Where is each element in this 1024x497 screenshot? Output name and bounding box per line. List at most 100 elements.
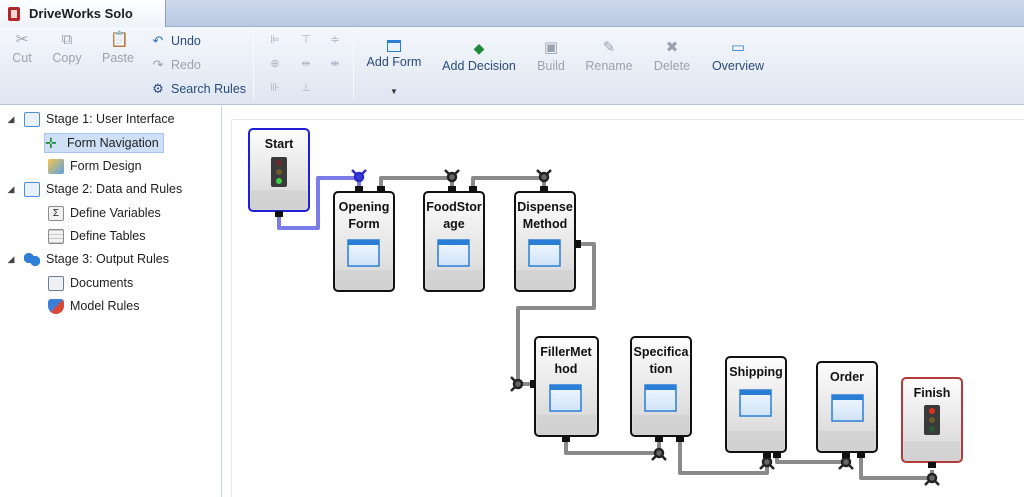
shipping-node[interactable]: Shipping (725, 356, 787, 458)
driveworks-app-icon (8, 6, 20, 21)
output-port[interactable] (575, 240, 581, 248)
delete-button[interactable]: ✖ Delete (651, 40, 693, 74)
form-window-icon (437, 239, 470, 267)
copy-label: Copy (52, 51, 82, 65)
cut-label: Cut (12, 51, 32, 65)
tree-stage-3-label: Stage 3: Output Rules (46, 252, 169, 266)
foodstorage-label-line2: age (443, 217, 465, 231)
output-port[interactable] (469, 186, 477, 192)
documents-icon (48, 275, 64, 291)
user-interface-icon (24, 111, 40, 127)
output-port[interactable] (377, 186, 385, 192)
input-port[interactable] (928, 462, 936, 468)
collapse-icon[interactable]: ◢ (7, 183, 15, 194)
dispense-method-node[interactable]: Dispense Method (514, 186, 581, 292)
order-node[interactable]: Order (816, 361, 878, 458)
start-label: Start (265, 137, 294, 151)
specification-node[interactable]: Specifica tion (630, 336, 692, 442)
input-port[interactable] (763, 452, 771, 458)
align-center-icon[interactable]: ≑ (330, 34, 340, 46)
add-decision-button[interactable]: ◆ Add Decision (438, 40, 520, 73)
delete-label: Delete (653, 59, 691, 73)
build-button[interactable]: ▣ Build (533, 40, 569, 74)
foodstorage-node[interactable]: FoodStor age (423, 186, 485, 292)
tree-item-model-rules[interactable]: Model Rules (48, 296, 139, 316)
tree-item-label: Model Rules (70, 299, 140, 313)
tree-item-label: Form Navigation (67, 136, 159, 150)
input-port[interactable] (842, 452, 850, 458)
tree-stage-2[interactable]: ◢ Stage 2: Data and Rules (6, 179, 182, 199)
build-label: Build (537, 59, 565, 73)
input-port[interactable] (355, 186, 363, 192)
table-icon (48, 228, 64, 244)
tree-stage-1[interactable]: ◢ Stage 1: User Interface (6, 109, 175, 129)
collapse-icon[interactable]: ◢ (7, 253, 15, 264)
align-right-icon[interactable]: ⊪ (270, 82, 280, 94)
output-port[interactable] (857, 452, 865, 458)
form-window-icon (644, 384, 677, 412)
form-window-icon (739, 389, 772, 417)
tree-item-form-navigation[interactable]: ✛ Form Navigation (44, 133, 164, 153)
finish-node[interactable]: Finish (901, 377, 963, 468)
rename-label: Rename (585, 59, 633, 73)
search-rules-icon: ⚙ (152, 81, 164, 96)
tree-item-label: Define Tables (70, 229, 146, 243)
rename-button[interactable]: ✎ Rename (584, 39, 634, 74)
title-bar: DriveWorks Solo (0, 0, 1024, 27)
finish-label: Finish (914, 386, 951, 400)
input-port[interactable] (540, 186, 548, 192)
tree-item-documents[interactable]: Documents (48, 273, 133, 293)
output-port[interactable] (676, 436, 684, 442)
specification-label-line1: Specifica (634, 345, 690, 359)
tree-item-define-tables[interactable]: Define Tables (48, 226, 146, 246)
distribute-vertical-icon[interactable]: ⇼ (330, 58, 340, 70)
redo-icon: ↷ (152, 57, 164, 72)
opening-form-node[interactable]: Opening Form (333, 186, 395, 292)
input-port[interactable] (530, 380, 536, 388)
app-tab[interactable]: DriveWorks Solo (0, 0, 166, 27)
output-port[interactable] (773, 452, 781, 458)
order-label: Order (830, 370, 864, 384)
distribute-horizontal-icon[interactable]: ⇹ (301, 58, 311, 70)
input-port[interactable] (448, 186, 456, 192)
align-left-icon[interactable]: ⊫ (270, 34, 280, 46)
form-window-icon (528, 239, 561, 267)
align-middle-icon[interactable]: ⊕ (270, 58, 280, 70)
tree-item-define-variables[interactable]: Σ Define Variables (48, 203, 161, 223)
tree-stage-2-label: Stage 2: Data and Rules (46, 182, 183, 196)
undo-button[interactable]: ↶ Undo (150, 33, 201, 49)
add-form-dropdown-icon[interactable]: ▼ (390, 87, 398, 96)
form-window-icon (549, 384, 582, 412)
fillermethod-node[interactable]: FillerMet hod (530, 336, 599, 442)
traffic-light-icon (271, 157, 287, 187)
start-node[interactable]: Start (248, 128, 310, 217)
align-bottom-icon[interactable]: ⊥ (301, 82, 311, 94)
collapse-icon[interactable]: ◢ (7, 113, 15, 124)
sigma-icon: Σ (48, 205, 64, 221)
add-form-button[interactable]: Add Form (364, 40, 424, 69)
app-title: DriveWorks Solo (29, 6, 133, 21)
paste-button[interactable]: 📋 Paste (100, 32, 136, 66)
search-rules-button[interactable]: ⚙ Search Rules (150, 81, 246, 97)
tree-stage-1-label: Stage 1: User Interface (46, 112, 175, 126)
tree-stage-3[interactable]: ◢ Stage 3: Output Rules (6, 249, 169, 269)
overview-button[interactable]: ▭ Overview (709, 40, 767, 74)
dispense-method-label-line1: Dispense (517, 200, 573, 214)
fillermethod-label-line1: FillerMet (540, 345, 592, 359)
shield-icon (48, 298, 64, 314)
cut-button[interactable]: ✂ Cut (8, 31, 36, 66)
tree-item-form-design[interactable]: Form Design (48, 156, 142, 176)
dispense-method-label-line2: Method (523, 217, 567, 231)
pencil-icon: ✎ (602, 39, 616, 56)
align-top-icon[interactable]: ⊤ (301, 34, 311, 46)
copy-button[interactable]: ⧉ Copy (49, 32, 85, 66)
scissors-icon: ✂ (15, 31, 29, 48)
form-design-icon (48, 158, 64, 174)
output-port[interactable] (562, 436, 570, 442)
redo-button[interactable]: ↷ Redo (150, 57, 201, 73)
paste-label: Paste (102, 51, 134, 65)
tree-item-label: Define Variables (70, 206, 161, 220)
output-port[interactable] (275, 211, 283, 217)
input-port[interactable] (655, 436, 663, 442)
